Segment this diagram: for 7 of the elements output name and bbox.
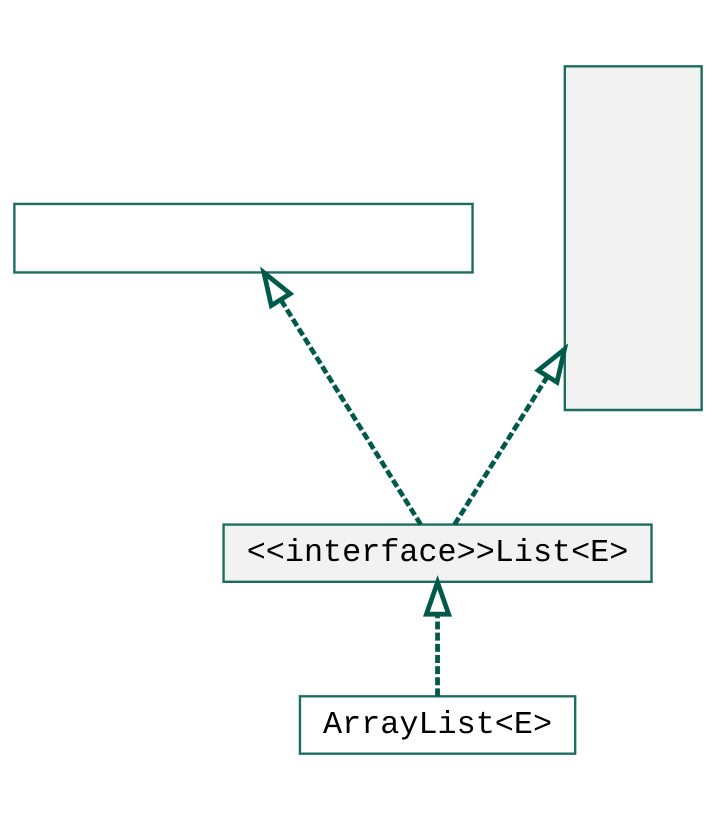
node-box [564, 64, 703, 411]
arrow [260, 266, 423, 526]
arrow [423, 574, 452, 696]
node-box: <<interface>>List<E> [222, 522, 653, 583]
node-box: ArrayList<E> [298, 694, 576, 754]
arrow [452, 342, 568, 526]
node-box [13, 202, 474, 274]
